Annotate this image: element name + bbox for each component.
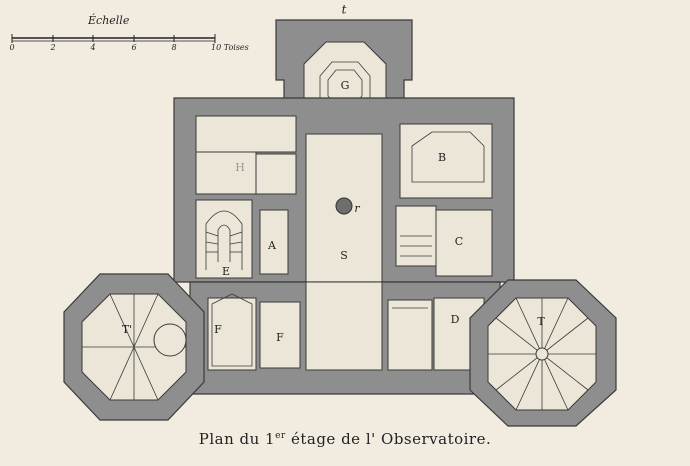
scale-bar: Échelle 0 2 4 6 8 10 Toises: [9, 13, 248, 52]
room-h-area: [195, 151, 257, 195]
south-front: [189, 281, 501, 395]
label-g: G: [341, 79, 350, 92]
scale-tick-0: 0: [9, 43, 14, 52]
north-marker: t: [342, 3, 347, 17]
label-c: C: [455, 235, 463, 248]
label-f-1: F: [214, 323, 222, 336]
label-d: D: [451, 313, 460, 326]
scale-tick-10: 10 Toises: [211, 43, 249, 52]
label-t: T: [537, 315, 545, 328]
scale-tick-8: 8: [171, 43, 176, 52]
label-a: A: [267, 239, 277, 252]
label-e: E: [222, 265, 230, 278]
scale-title: Échelle: [87, 13, 130, 27]
label-t-prime: T': [122, 323, 132, 336]
scale-tick-6: 6: [131, 43, 136, 52]
east-tower: [469, 279, 617, 427]
room-labels: t G B H r A S C E T' F F D T: [122, 3, 546, 345]
label-h: H: [235, 161, 245, 174]
column-r: [335, 197, 353, 215]
caption-superscript: er: [275, 431, 286, 441]
caption-prefix: Plan du 1: [198, 430, 276, 448]
west-tower: [63, 273, 205, 421]
label-f-2: F: [276, 331, 284, 344]
plan-caption: Plan du 1er étage de l' Observatoire.: [0, 430, 690, 448]
scale-tick-4: 4: [89, 43, 95, 52]
scale-tick-2: 2: [49, 43, 55, 52]
label-r: r: [354, 202, 360, 215]
label-b: B: [438, 151, 446, 164]
label-s: S: [340, 249, 348, 262]
caption-suffix: étage de l' Observatoire.: [285, 430, 492, 448]
